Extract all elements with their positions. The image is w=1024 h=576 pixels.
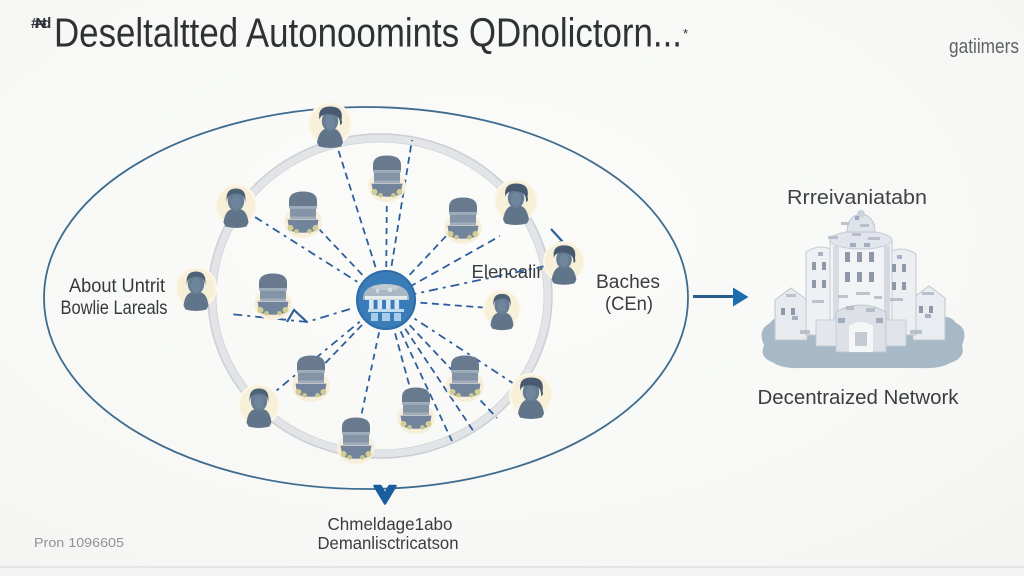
svg-text:Decentraized Network: Decentraized Network	[758, 387, 960, 409]
svg-text:Elencalir: Elencalir	[472, 262, 543, 282]
svg-text:Bowlie Lareals: Bowlie Lareals	[61, 298, 168, 319]
svg-text:Baches: Baches	[596, 272, 660, 293]
svg-text:Demanlisctricatson: Demanlisctricatson	[318, 533, 459, 553]
svg-text:*: *	[683, 26, 688, 41]
svg-text:Rrreivaniatabn: Rrreivaniatabn	[787, 187, 927, 209]
svg-text:Deseltaltted Autonoomints QDno: Deseltaltted Autonoomints QDnolictorn...	[54, 10, 682, 56]
svg-text:Chmeldage1abo: Chmeldage1abo	[328, 514, 453, 534]
svg-text:gatiimers: gatiimers	[949, 36, 1019, 58]
svg-text:About Untrit: About Untrit	[69, 276, 166, 297]
svg-text:Pron 1096605: Pron 1096605	[34, 535, 124, 550]
svg-text:(CEn): (CEn)	[605, 294, 653, 315]
